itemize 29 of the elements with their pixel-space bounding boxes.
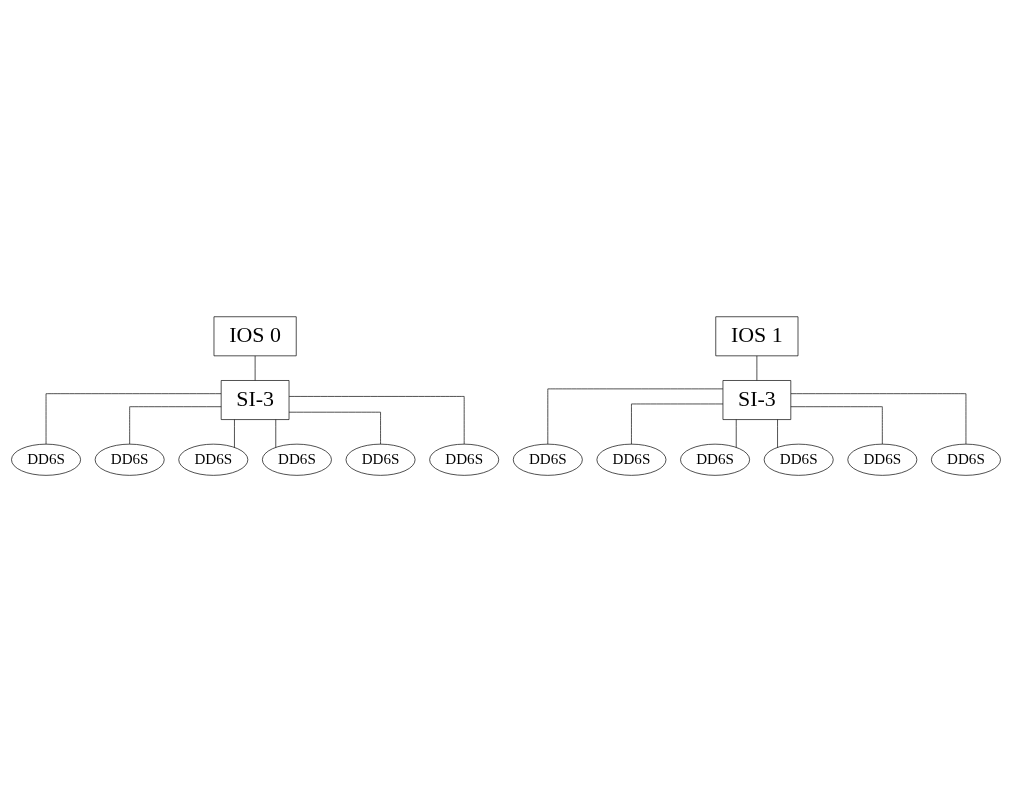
node-box: SI-3 [220, 380, 290, 420]
connector [234, 419, 235, 448]
connector [45, 393, 222, 445]
node-ellipse: DD6S [178, 443, 249, 476]
node-ellipse: DD6S [94, 443, 165, 476]
connector [288, 411, 381, 445]
node-ellipse: DD6S [262, 443, 332, 476]
node-ellipse: DD6S [931, 443, 1001, 476]
connector [790, 406, 883, 445]
node-box: SI-3 [722, 380, 792, 420]
node-ellipse: DD6S [512, 443, 583, 476]
node-ellipse: DD6S [847, 443, 918, 476]
connector [735, 419, 737, 448]
connector [631, 403, 724, 445]
connector [288, 396, 465, 445]
node-box: IOS 0 [213, 316, 297, 357]
node-ellipse: DD6S [11, 443, 81, 476]
node-ellipse: DD6S [680, 443, 750, 476]
connector [275, 419, 277, 448]
node-ellipse: DD6S [763, 443, 834, 476]
node-ellipse: DD6S [596, 443, 667, 476]
connector [129, 406, 222, 445]
connector [777, 419, 778, 448]
connector [254, 355, 256, 381]
connector [790, 393, 967, 445]
connector [756, 355, 758, 381]
node-box: IOS 1 [715, 316, 799, 357]
node-ellipse: DD6S [345, 443, 416, 476]
node-ellipse: DD6S [429, 443, 500, 476]
